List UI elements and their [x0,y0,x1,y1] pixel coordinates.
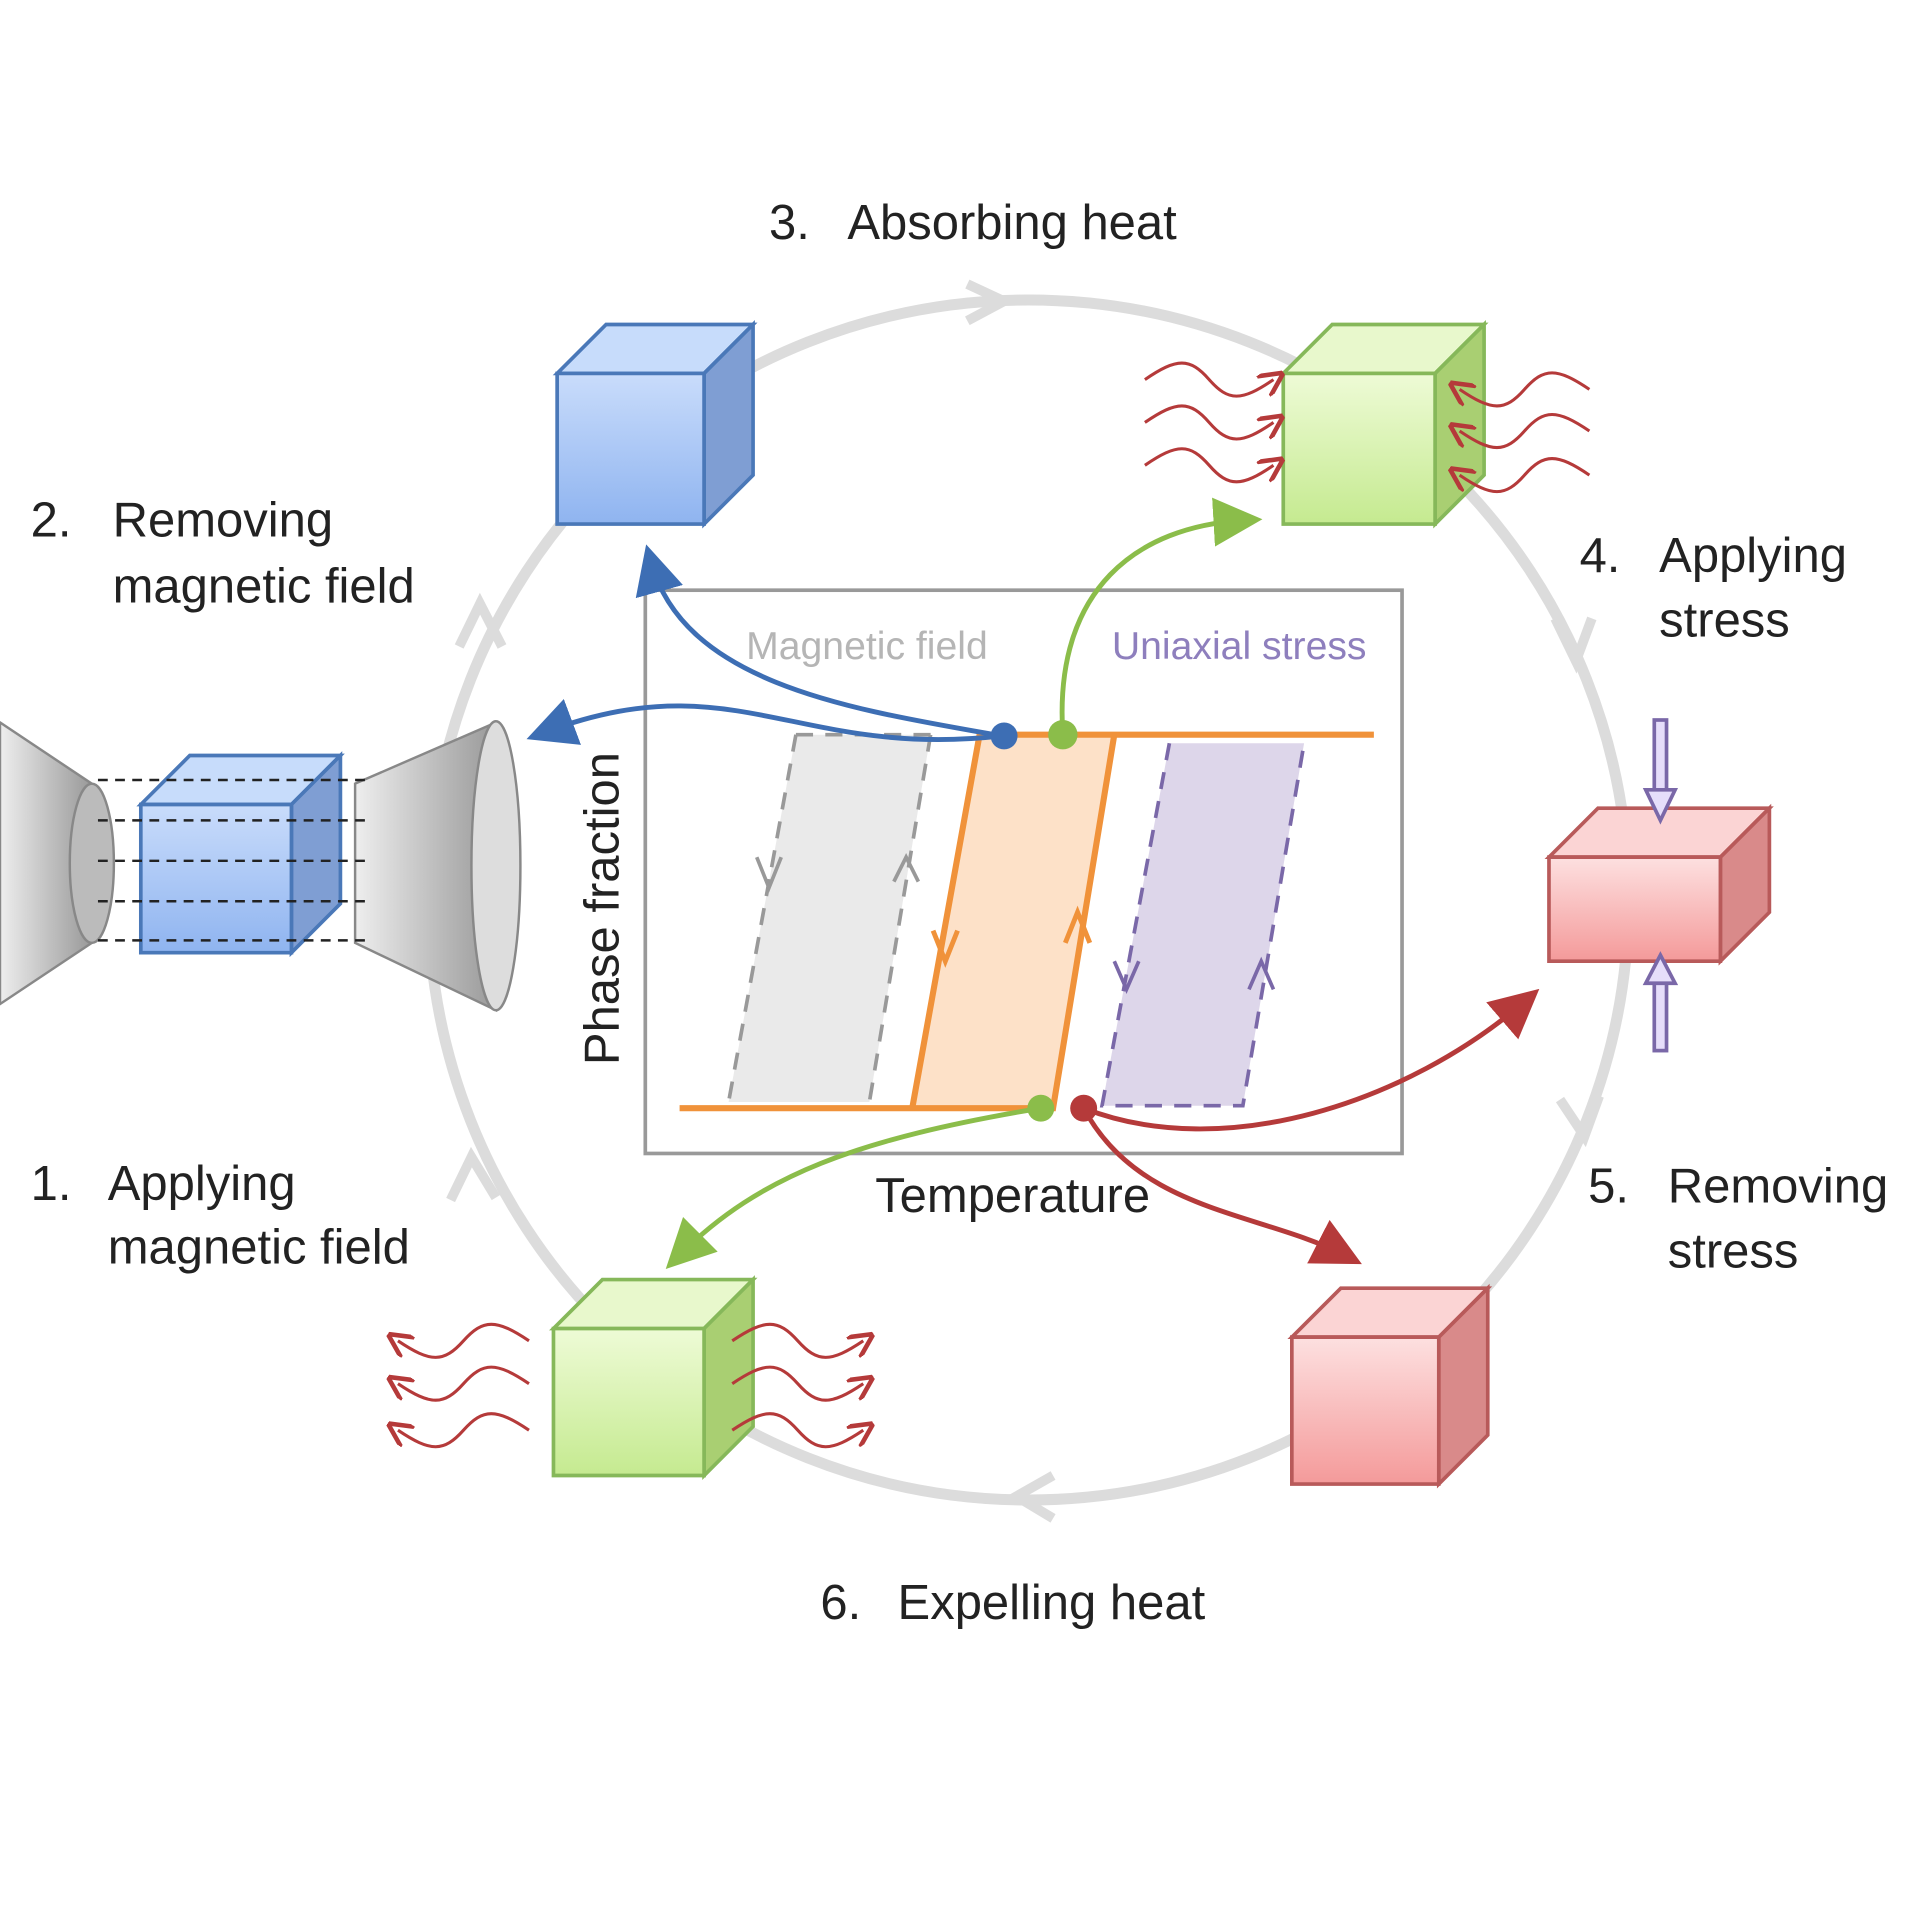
cube-step-1 [136,751,345,958]
svg-text:5.: 5. [1588,1159,1629,1213]
cube-step-2 [552,320,758,529]
svg-text:Expelling heat: Expelling heat [898,1576,1206,1630]
state-point-blue [990,722,1018,750]
svg-text:Applying: Applying [108,1157,296,1211]
svg-text:3.: 3. [769,196,810,250]
y-axis-label: Phase fraction [575,752,629,1065]
cycle-arrow-icon [1555,1094,1604,1148]
svg-text:2.: 2. [31,493,72,547]
magnet-icon [0,720,522,1013]
svg-text:6.: 6. [820,1576,861,1630]
legend-uniaxial-stress: Uniaxial stress [1112,625,1367,668]
heat-arrow-icon [731,1365,863,1402]
step-2-label: 2. Removing magnetic field [31,493,415,613]
state-point-green [1048,720,1078,750]
heat-flow-arrows [398,361,1591,1449]
heat-arrow-icon [731,1412,863,1449]
stress-arrows-icon [1642,718,1679,1053]
step-3-label: 3. Absorbing heat [769,196,1177,250]
state-point-green [1027,1094,1055,1122]
heat-arrow-icon [1460,412,1591,450]
heat-arrow-icon [1460,371,1591,408]
cycle-arrow-icon [454,592,507,649]
svg-text:magnetic field: magnetic field [113,559,415,613]
step-1-label: 1. Applying magnetic field [31,1157,410,1275]
cube-step-6 [549,1275,758,1480]
uniaxial-stress-loop [1099,742,1306,1108]
phase-fraction-graph: Magnetic field Uniaxial stress Temperatu… [575,588,1404,1223]
cycle-arrow-icon [1550,616,1597,674]
cube-step-5 [1287,1283,1493,1489]
step-4-label: 4. Applying stress [1580,529,1847,648]
heat-arrow-icon [1144,447,1274,484]
connector-arrows [526,497,1540,1269]
svg-text:magnetic field: magnetic field [108,1221,410,1275]
cycle-arrow-icon [965,279,1016,326]
x-axis-label: Temperature [875,1169,1150,1223]
cycle-arrow-icon [446,1146,501,1203]
legend-magnetic-field: Magnetic field [746,625,988,668]
svg-text:Removing: Removing [113,493,333,547]
svg-text:stress: stress [1659,594,1790,648]
heat-arrow-icon [398,1322,530,1359]
step-5-label: 5. Removing stress [1588,1159,1888,1278]
heat-arrow-icon [1144,361,1274,398]
cube-step-3 [1278,320,1489,529]
magnetic-field-lines [97,778,368,942]
svg-text:Removing: Removing [1668,1159,1888,1213]
svg-text:Applying: Applying [1659,529,1847,583]
state-point-red [1070,1094,1098,1122]
svg-text:1.: 1. [31,1157,72,1211]
svg-text:4.: 4. [1580,529,1621,583]
heat-arrow-icon [1144,404,1274,441]
svg-text:Absorbing heat: Absorbing heat [847,196,1177,250]
cycle-arrow-icon [1006,1471,1056,1523]
cube-step-4 [1544,803,1774,966]
heat-arrow-icon [731,1322,863,1359]
step-6-label: 6. Expelling heat [820,1576,1205,1630]
heat-arrow-icon [398,1412,530,1449]
heat-arrow-icon [1460,457,1591,494]
svg-text:stress: stress [1668,1224,1799,1278]
heat-arrow-icon [398,1365,530,1402]
